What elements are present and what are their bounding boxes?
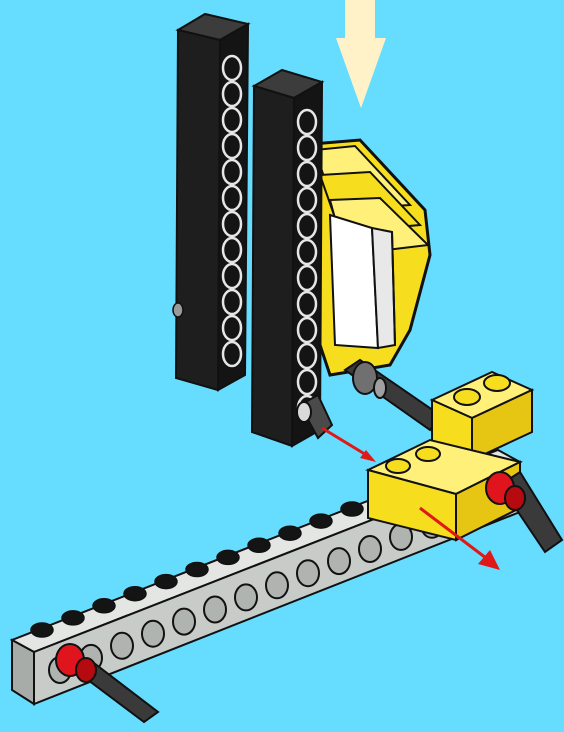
liftarm-hole bbox=[221, 54, 243, 82]
grey-beam-hole bbox=[265, 571, 289, 600]
grey-beam-stud bbox=[185, 561, 209, 578]
liftarm-hole bbox=[221, 132, 243, 160]
grey-beam-stud bbox=[216, 549, 240, 566]
grey-beam-stud bbox=[123, 585, 147, 602]
liftarm-hole bbox=[221, 210, 243, 238]
black-liftarm-back bbox=[172, 12, 251, 392]
liftarm-hole bbox=[296, 108, 318, 136]
liftarm-hole bbox=[221, 288, 243, 316]
liftarm-hole bbox=[296, 290, 318, 318]
liftarm-hole bbox=[296, 160, 318, 188]
grey-beam-hole bbox=[234, 583, 258, 612]
grey-beam-hole bbox=[203, 595, 227, 624]
grey-beam-hole bbox=[327, 547, 351, 576]
liftarm-hole bbox=[296, 342, 318, 370]
movement-arrow-1-icon bbox=[321, 426, 376, 462]
liftarm-hole bbox=[296, 186, 318, 214]
liftarm-hole bbox=[221, 236, 243, 264]
liftarm-hole bbox=[296, 134, 318, 162]
grey-beam-stud bbox=[154, 573, 178, 590]
grey-beam-stud bbox=[30, 622, 54, 638]
liftarm-hole bbox=[221, 158, 243, 186]
liftarm-hole bbox=[221, 80, 243, 108]
liftarm-hole bbox=[296, 316, 318, 344]
grey-beam-stud bbox=[278, 525, 302, 541]
liftarm-hole bbox=[296, 212, 318, 240]
black-liftarm-front bbox=[250, 68, 334, 448]
liftarm-hole bbox=[221, 314, 243, 342]
red-bush-right bbox=[485, 470, 564, 554]
grey-beam-hole bbox=[172, 607, 196, 636]
liftarm-hole bbox=[221, 184, 243, 212]
grey-beam-hole bbox=[110, 631, 134, 660]
yellow-panel-assembly bbox=[298, 138, 432, 377]
grey-beam-hole bbox=[358, 535, 382, 563]
red-bush-left bbox=[55, 643, 160, 724]
movement-arrow-2-icon bbox=[419, 506, 500, 570]
grey-beam-stud bbox=[340, 501, 364, 517]
liftarm-hole bbox=[221, 262, 243, 290]
liftarm-hole bbox=[296, 368, 318, 396]
grey-beam-hole bbox=[296, 559, 320, 588]
grey-beam-stud bbox=[61, 610, 85, 626]
grey-beam-stud bbox=[309, 513, 333, 529]
grey-beam-hole bbox=[141, 619, 165, 648]
liftarm-hole bbox=[221, 106, 243, 134]
insertion-direction-arrow-icon bbox=[336, 0, 386, 108]
liftarm-hole bbox=[221, 340, 243, 368]
liftarm-hole bbox=[296, 238, 318, 266]
grey-beam-stud bbox=[247, 537, 271, 554]
liftarm-hole bbox=[296, 264, 318, 292]
grey-beam-stud bbox=[92, 598, 116, 614]
